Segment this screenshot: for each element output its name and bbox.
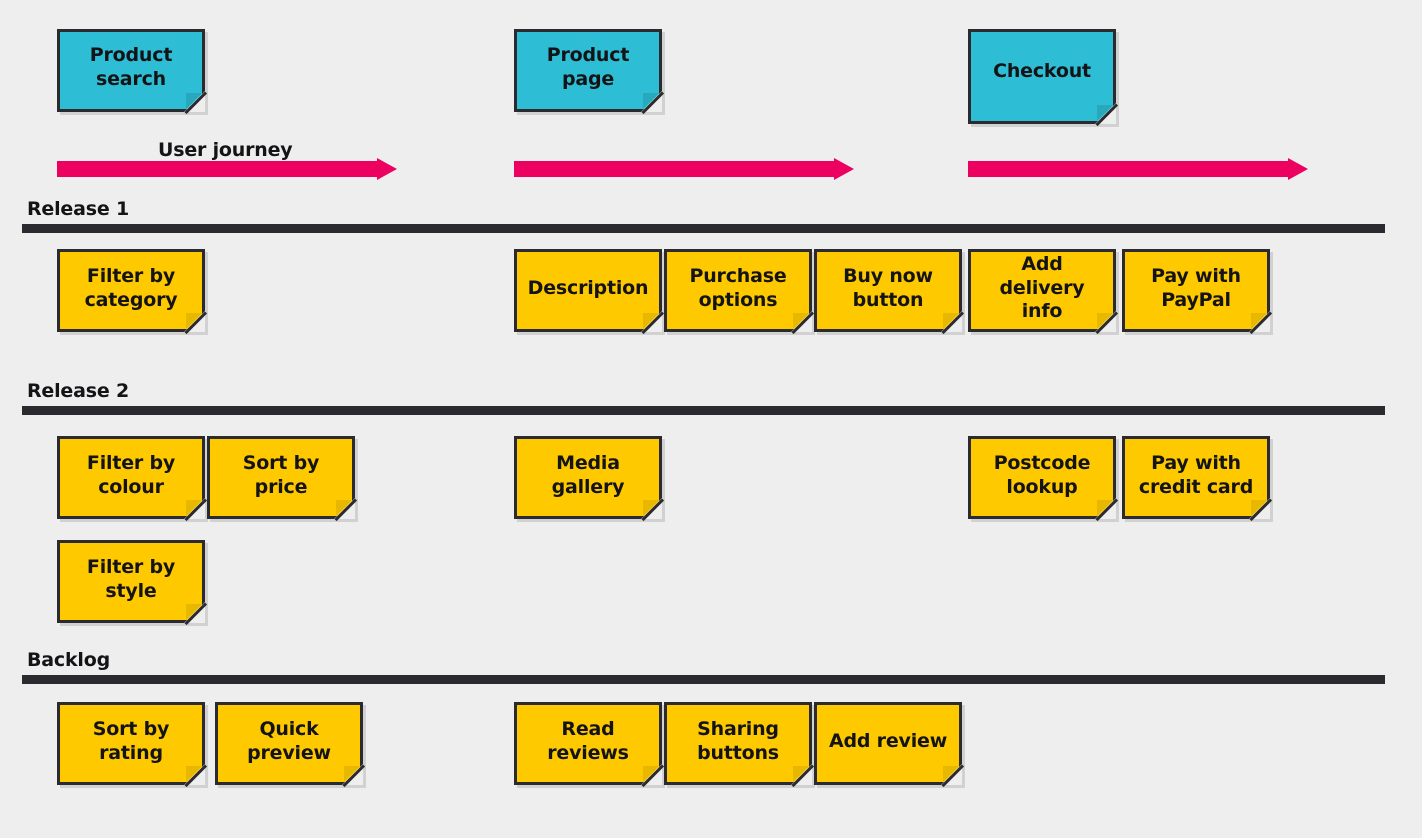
story-card-filter-by-style[interactable]: Filter by style [57, 540, 208, 626]
story-card-label: Filter by style [86, 555, 176, 602]
journey-step-label: Product page [546, 44, 630, 90]
journey-arrow-1 [57, 158, 397, 180]
journey-step-card-checkout[interactable]: Checkout [968, 29, 1119, 127]
section-divider-backlog [22, 675, 1385, 684]
story-card-sharing-buttons[interactable]: Sharing buttons [664, 702, 815, 788]
story-card-label: Add delivery info [999, 252, 1085, 323]
arrow-head-icon [377, 158, 397, 180]
story-card-label: Quick preview [247, 717, 331, 764]
journey-step-card-product-search[interactable]: Product search [57, 29, 208, 115]
section-label-release-1: Release 1 [27, 198, 129, 220]
story-card-filter-by-category[interactable]: Filter by category [57, 249, 208, 335]
journey-step-label: Checkout [993, 60, 1091, 82]
journey-arrow-3 [968, 158, 1308, 180]
story-card-add-review[interactable]: Add review [814, 702, 965, 788]
story-card-label: Buy now button [843, 264, 933, 311]
story-card-description[interactable]: Description [514, 249, 665, 335]
story-card-postcode-lookup[interactable]: Postcode lookup [968, 436, 1119, 522]
journey-step-label: Product search [89, 44, 173, 90]
journey-step-card-product-page[interactable]: Product page [514, 29, 665, 115]
story-card-label: Add review [828, 729, 948, 752]
story-card-label: Pay with PayPal [1151, 264, 1241, 311]
story-card-buy-now-button[interactable]: Buy now button [814, 249, 965, 335]
section-divider-release-1 [22, 224, 1385, 233]
story-card-pay-with-credit-card[interactable]: Pay with credit card [1122, 436, 1273, 522]
story-card-media-gallery[interactable]: Media gallery [514, 436, 665, 522]
section-label-backlog: Backlog [27, 649, 110, 671]
arrow-shaft [514, 161, 834, 177]
story-card-label: Filter by colour [86, 451, 176, 498]
arrow-shaft [57, 161, 377, 177]
story-card-filter-by-colour[interactable]: Filter by colour [57, 436, 208, 522]
story-card-label: Filter by category [84, 264, 178, 311]
story-card-pay-with-paypal[interactable]: Pay with PayPal [1122, 249, 1273, 335]
story-card-label: Sharing buttons [697, 717, 779, 764]
story-card-label: Sort by rating [92, 717, 170, 764]
story-card-label: Purchase options [689, 264, 787, 311]
story-card-sort-by-price[interactable]: Sort by price [207, 436, 358, 522]
arrow-shaft [968, 161, 1288, 177]
story-card-label: Media gallery [551, 451, 625, 498]
arrow-head-icon [834, 158, 854, 180]
section-label-release-2: Release 2 [27, 380, 129, 402]
story-card-quick-preview[interactable]: Quick preview [215, 702, 366, 788]
story-card-label: Pay with credit card [1138, 451, 1254, 498]
story-card-purchase-options[interactable]: Purchase options [664, 249, 815, 335]
story-card-add-delivery-info[interactable]: Add delivery info [968, 249, 1119, 335]
user-journey-label: User journey [158, 139, 293, 161]
section-divider-release-2 [22, 406, 1385, 415]
story-card-label: Read reviews [547, 717, 629, 764]
story-card-read-reviews[interactable]: Read reviews [514, 702, 665, 788]
story-card-label: Sort by price [242, 451, 320, 498]
story-card-label: Description [527, 276, 649, 299]
story-card-sort-by-rating[interactable]: Sort by rating [57, 702, 208, 788]
story-card-label: Postcode lookup [993, 451, 1091, 498]
journey-arrow-2 [514, 158, 854, 180]
arrow-head-icon [1288, 158, 1308, 180]
